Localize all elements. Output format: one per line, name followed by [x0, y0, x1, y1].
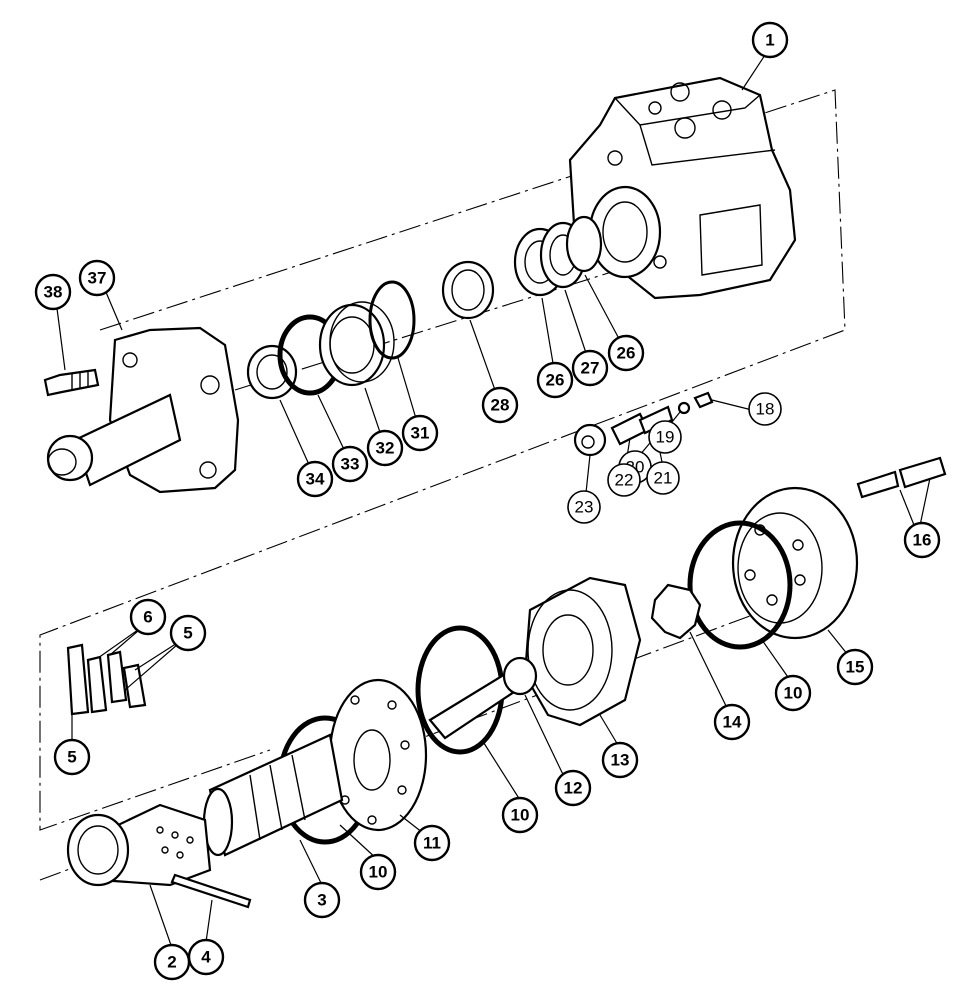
callout-32: 32: [366, 429, 404, 467]
callout-33: 33: [331, 445, 369, 483]
callout-1: 1: [751, 21, 789, 59]
svg-text:4: 4: [201, 948, 211, 967]
callout-18: 18: [748, 392, 782, 426]
plate-part-11: [328, 678, 428, 832]
svg-text:22: 22: [615, 471, 634, 490]
drive-shaft-part-12: [428, 656, 538, 740]
callout-15: 15: [836, 648, 874, 686]
svg-text:11: 11: [423, 834, 441, 853]
svg-text:10: 10: [511, 806, 530, 825]
check-valve-parts-18-23: [573, 391, 714, 457]
callout-10-left: 10: [359, 853, 397, 891]
svg-text:38: 38: [44, 283, 63, 302]
callout-38: 38: [34, 273, 72, 311]
callout-26-right: 26: [607, 334, 645, 372]
svg-text:5: 5: [183, 624, 192, 643]
callout-6: 6: [129, 598, 167, 636]
star-part-14: [650, 583, 702, 640]
svg-text:28: 28: [491, 396, 510, 415]
callout-12: 12: [554, 769, 592, 807]
svg-text:5: 5: [67, 748, 76, 767]
sleeve-part-2: [66, 803, 212, 887]
seal-rings-31-34: [246, 280, 416, 400]
callout-14: 14: [713, 703, 751, 741]
svg-text:3: 3: [317, 891, 326, 910]
callout-3: 3: [303, 881, 341, 919]
svg-text:31: 31: [411, 424, 430, 443]
svg-text:34: 34: [306, 470, 325, 489]
callout-23: 23: [567, 490, 601, 524]
callout-5-upper: 5: [169, 614, 207, 652]
bearing-parts-26-28: [441, 215, 603, 320]
svg-text:14: 14: [723, 713, 742, 732]
svg-text:32: 32: [376, 439, 395, 458]
svg-text:16: 16: [913, 531, 932, 550]
callout-19: 19: [648, 420, 682, 454]
svg-text:26: 26: [617, 344, 636, 363]
callout-10-middle: 10: [501, 796, 539, 834]
svg-text:19: 19: [656, 428, 675, 447]
callout-16: 16: [903, 521, 941, 559]
springs-parts-5-6: [66, 643, 147, 716]
callout-10-right: 10: [774, 674, 812, 712]
svg-text:10: 10: [784, 684, 803, 703]
callout-5-lower: 5: [53, 738, 91, 776]
callout-31: 31: [401, 414, 439, 452]
svg-text:23: 23: [575, 498, 594, 517]
callout-4: 4: [187, 938, 225, 976]
callout-34: 34: [296, 460, 334, 498]
callout-37: 37: [78, 259, 116, 297]
callout-28: 28: [481, 386, 519, 424]
svg-text:10: 10: [369, 863, 388, 882]
svg-text:33: 33: [341, 455, 360, 474]
housing-part-1: [568, 76, 797, 300]
svg-text:26: 26: [546, 371, 565, 390]
svg-text:15: 15: [846, 658, 865, 677]
pin-part-4: [170, 873, 252, 909]
callout-2: 2: [153, 943, 191, 981]
svg-text:21: 21: [654, 469, 673, 488]
svg-text:13: 13: [611, 751, 630, 770]
svg-text:12: 12: [564, 779, 583, 798]
callout-21: 21: [646, 461, 680, 495]
svg-text:37: 37: [88, 269, 107, 288]
bolt-part-38: [43, 368, 100, 397]
svg-text:18: 18: [756, 400, 775, 419]
callout-22: 22: [607, 463, 641, 497]
end-cap-part-15: [731, 486, 859, 640]
svg-text:6: 6: [143, 608, 152, 627]
callout-26-left: 26: [536, 361, 574, 399]
callout-11: 11: [413, 824, 451, 862]
svg-text:27: 27: [581, 359, 600, 378]
svg-text:2: 2: [167, 953, 176, 972]
callout-13: 13: [601, 741, 639, 779]
callout-27: 27: [571, 349, 609, 387]
spool-part-3: [202, 733, 344, 857]
cap-screws-part-16: [856, 456, 947, 499]
column-flange-part-37: [46, 326, 240, 494]
gerotor-part-13: [523, 576, 642, 727]
svg-text:1: 1: [765, 31, 774, 50]
